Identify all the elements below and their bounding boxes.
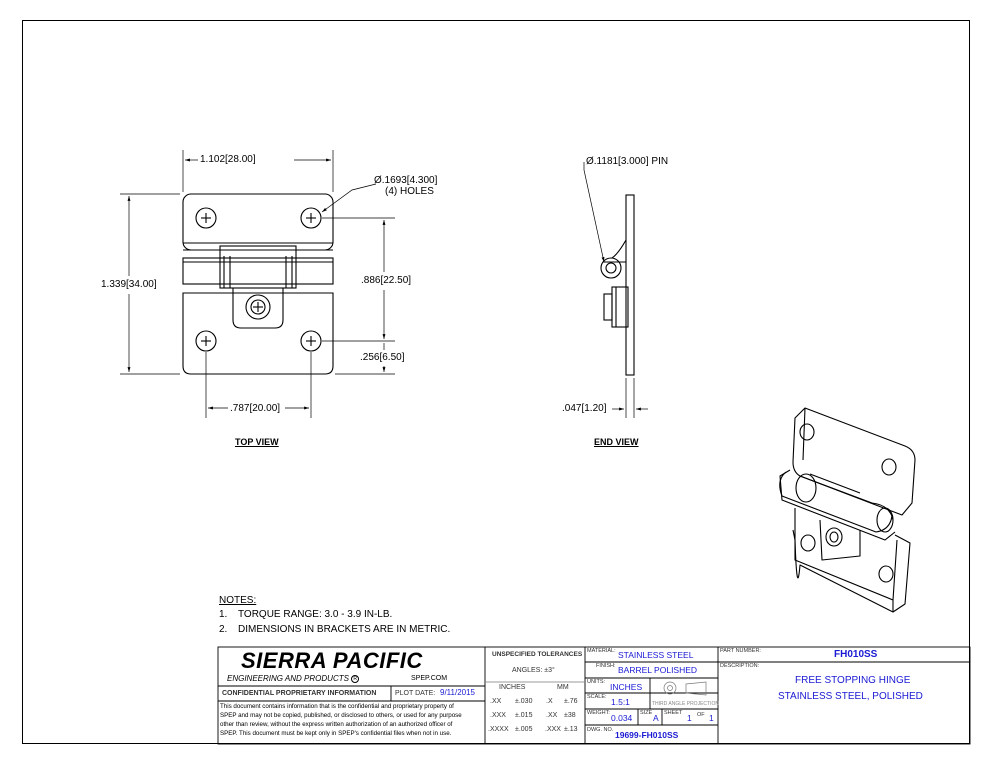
center-tab: [232, 287, 284, 329]
registered-mark-icon: R: [351, 675, 360, 683]
plot-date-value: 9/11/2015: [440, 688, 475, 697]
note-2-text: DIMENSIONS IN BRACKETS ARE IN METRIC.: [238, 624, 451, 635]
material-label: MATERIAL:: [587, 648, 616, 654]
third-angle-projection-symbol: [663, 681, 707, 696]
dim-top-height: 1.339[34.00]: [101, 279, 157, 290]
iso-upper-leaf: [792, 407, 916, 516]
notes-title: NOTES:: [219, 595, 257, 606]
note-1-number: 1.: [219, 609, 228, 620]
barrel: [600, 257, 622, 279]
scale-label: SCALE:: [587, 694, 607, 700]
description-label: DESCRIPTION:: [720, 663, 760, 669]
tolerances-inches-header: INCHES: [499, 684, 526, 691]
end-view-label: END VIEW: [594, 437, 639, 447]
material-value: STAINLESS STEEL: [618, 650, 694, 660]
dim-hole-count: (4) HOLES: [385, 186, 434, 197]
tol-row-2-in-fmt: .XXX: [490, 712, 506, 719]
leaf-thickness: [625, 194, 635, 376]
confidential-line-1: This document contains information that …: [220, 703, 454, 710]
tol-row-2-mm-fmt: .XX: [546, 712, 558, 719]
tolerances-title: UNSPECIFIED TOLERANCES: [492, 651, 583, 658]
tol-row-3-mm-fmt: .XXX: [545, 726, 561, 733]
part-number-value: FH010SS: [834, 649, 878, 660]
plot-date-label: PLOT DATE:: [395, 690, 436, 697]
dim-top-width: 1.102[28.00]: [200, 154, 256, 165]
dim-hole-vertical-spacing: .886[22.50]: [361, 275, 412, 286]
note-2-number: 2.: [219, 624, 228, 635]
end-view-dimensions: [583, 162, 648, 418]
knuckle: [219, 245, 297, 289]
mounting-holes: [195, 207, 322, 352]
tol-row-1-in-fmt: .XX: [490, 698, 502, 705]
of-label: OF: [697, 712, 705, 718]
drawing-sheet-border: [22, 20, 970, 744]
dim-hole-diameter: Ø.1693[4.300]: [374, 175, 438, 186]
confidential-line-4: SPEP. This document must be kept only in…: [220, 730, 452, 737]
tol-row-2-mm-val: ±38: [564, 712, 576, 719]
tol-row-3-in-fmt: .XXXX: [488, 726, 509, 733]
part-number-label: PART NUMBER:: [720, 648, 761, 654]
confidential-line-2: SPEP and may not be copied, published, o…: [220, 712, 462, 719]
sheet-value: 1: [687, 713, 692, 723]
tol-row-1-mm-fmt: .X: [546, 698, 553, 705]
tolerances-mm-header: MM: [557, 684, 569, 691]
dim-leaf-thickness: .047[1.20]: [562, 403, 607, 414]
size-value: A: [653, 713, 659, 723]
dim-hole-edge-distance: .256[6.50]: [360, 352, 405, 363]
scale-value: 1.5:1: [611, 697, 630, 707]
tol-row-1-in-val: ±.030: [515, 698, 533, 705]
size-label: SIZE: [640, 710, 653, 716]
isometric-view: [779, 407, 916, 613]
tol-row-3-in-val: ±.005: [515, 726, 533, 733]
top-view-dimensions: [120, 150, 395, 418]
units-label: UNITS:: [587, 679, 606, 685]
tolerances-angles: ANGLES: ±3°: [512, 667, 555, 674]
weight-label: WEIGHT:: [587, 710, 610, 716]
confidential-title: CONFIDENTIAL PROPRIETARY INFORMATION: [222, 690, 377, 697]
top-view-label: TOP VIEW: [235, 437, 279, 447]
finish-value: BARREL POLISHED: [618, 665, 698, 675]
sheet-label: SHEET: [664, 710, 683, 716]
confidential-line-3: other than review, without the express w…: [220, 721, 453, 728]
tol-row-1-mm-val: ±.76: [564, 698, 578, 705]
tol-row-2-in-val: ±.015: [515, 712, 533, 719]
description-line-2: STAINLESS STEEL, POLISHED: [778, 691, 923, 702]
note-1-text: TORQUE RANGE: 3.0 - 3.9 IN-LB.: [238, 609, 393, 620]
barrel-band: [182, 257, 334, 285]
iso-tab: [819, 519, 861, 561]
tol-row-3-mm-val: ±.13: [564, 726, 578, 733]
description-line-1: FREE STOPPING HINGE: [795, 675, 911, 686]
dwg-no-value: 19699-FH010SS: [615, 730, 679, 740]
lower-leaf-outline: [182, 292, 334, 375]
company-website: SPEP.COM: [411, 675, 448, 682]
company-subtitle: ENGINEERING AND PRODUCTS R: [227, 675, 360, 683]
weight-value: 0.034: [611, 713, 633, 723]
title-block-grid: [217, 646, 971, 745]
dim-hole-horizontal-spacing: .787[20.00]: [230, 403, 281, 414]
finish-label: FINISH:: [596, 663, 616, 669]
end-view: [600, 194, 635, 376]
company-name: SIERRA PACIFIC: [241, 648, 423, 673]
top-view: [182, 193, 334, 375]
projection-label: THIRD ANGLE PROJECTION: [652, 701, 719, 707]
dim-pin-diameter: Ø.1181[3.000] PIN: [586, 156, 669, 167]
of-value: 1: [709, 713, 714, 723]
dwg-no-label: DWG. NO.: [587, 727, 614, 733]
units-value: INCHES: [610, 682, 643, 692]
